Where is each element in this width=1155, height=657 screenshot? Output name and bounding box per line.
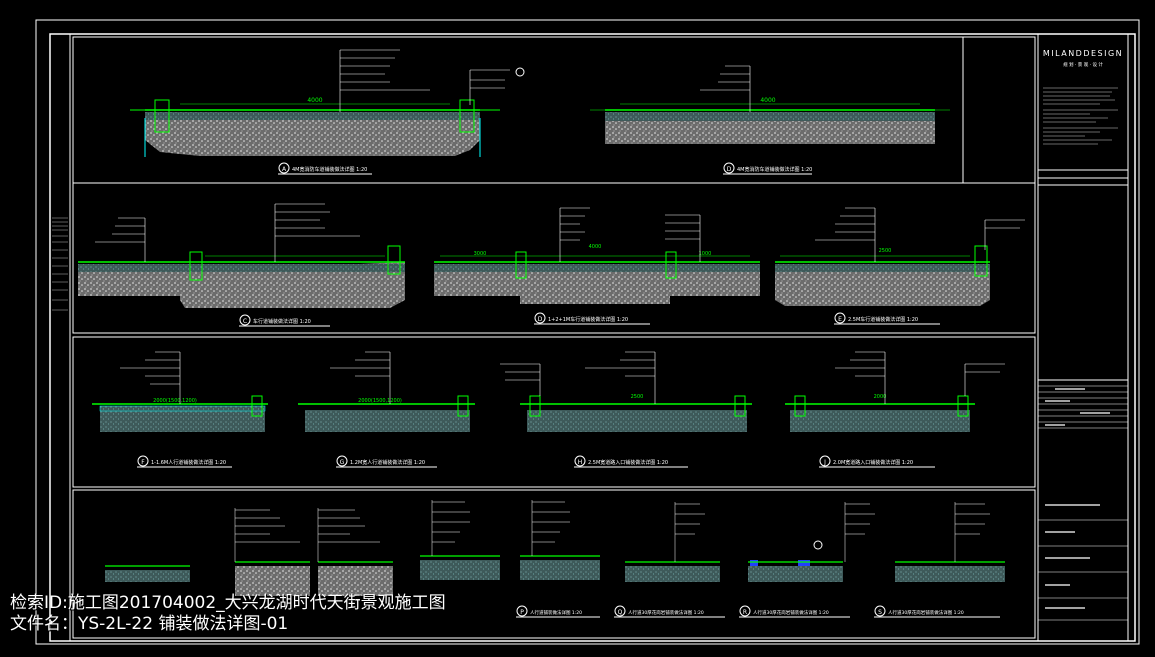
detail-h-title: 2.5M宽道路入口铺装做法详图 1:20 — [588, 459, 668, 466]
detail-d2-label: D 1+2+1M车行道铺装做法详图 1:20 — [534, 312, 650, 325]
dim-g: 2000(1500,1200) — [358, 398, 402, 404]
detail-s-id: S — [878, 609, 882, 616]
detail-j-section: 2000 — [785, 351, 1005, 432]
detail-f-label: F 1-1.6M人行道铺装做法详图 1:20 — [137, 455, 232, 468]
dim-e: 2500 — [879, 248, 892, 254]
dim-f: 2000(1500,1200) — [153, 398, 197, 404]
detail-j-id: J — [823, 459, 826, 466]
detail-a-label: A 4M宽消防车道铺装做法详图 1:20 — [278, 162, 372, 175]
detail-f-id: F — [141, 459, 145, 466]
detail-c-section — [78, 203, 405, 308]
detail-d2-id: D — [538, 316, 543, 323]
dim-d-top: 4000 — [760, 97, 775, 104]
detail-e-label: E 2.5M车行道铺装做法详图 1:20 — [834, 312, 940, 325]
detail-a-section: 4000 — [130, 49, 525, 157]
left-strip — [52, 34, 71, 641]
detail-f-section: 2000(1500,1200) — [92, 351, 268, 432]
detail-e-section: 2500 — [775, 207, 1025, 306]
detail-c-id: C — [243, 318, 247, 325]
detail-c-title: 车行道铺装做法详图 1:20 — [253, 318, 311, 325]
detail-j-label: J 2.0M宽道路入口铺装做法详图 1:20 — [819, 455, 935, 468]
detail-p-title: 人行道铺装做法详图 1:20 — [530, 609, 582, 616]
detail-r-title: 人行道30厚花岗岩铺装做法详图 1:20 — [753, 609, 829, 616]
detail-q-id: Q — [618, 609, 623, 616]
detail-h-id: H — [578, 459, 583, 466]
detail-j-title: 2.0M宽道路入口铺装做法详图 1:20 — [833, 459, 913, 466]
detail-f-title: 1-1.6M人行道铺装做法详图 1:20 — [151, 459, 226, 466]
dim-d2-left: 3000 — [474, 251, 487, 257]
detail-p-id: P — [520, 609, 524, 616]
dim-d2-mid: 4000 — [589, 244, 602, 250]
dim-a: 4000 — [307, 97, 322, 104]
detail-a-id: A — [282, 166, 287, 173]
inner-frame — [49, 33, 1136, 642]
logo-subtext: 规 划 · 景 观 · 设 计 — [1063, 61, 1103, 68]
detail-g-label: G 1.2M宽人行道铺装做法详图 1:20 — [336, 455, 437, 468]
row4-sections — [105, 500, 1005, 596]
detail-d-top-title: 4M宽消防车道铺装做法详图 1:20 — [737, 166, 812, 173]
outer-frame — [35, 19, 1140, 645]
detail-s-title: 人行道30厚花岗岩铺装做法详图 1:20 — [888, 609, 964, 616]
detail-h-section: 2500 — [500, 351, 752, 432]
detail-g-section: 2000(1500,1200) — [298, 351, 475, 432]
detail-c-label: C 车行道铺装做法详图 1:20 — [239, 314, 330, 327]
detail-g-id: G — [340, 459, 345, 466]
detail-q-title: 人行道30厚花岗岩铺装做法详图 1:20 — [628, 609, 704, 616]
logo-text: MILANDDESIGN — [1043, 49, 1123, 58]
section-frames — [72, 36, 1036, 639]
dim-d2-right: 1000 — [699, 251, 712, 257]
detail-d-top-label: D 4M宽消防车道铺装做法详图 1:20 — [723, 162, 812, 175]
dim-j: 2000 — [874, 394, 887, 400]
detail-d-top-section: 4000 — [590, 65, 950, 144]
dim-h: 2500 — [631, 394, 644, 400]
detail-g-title: 1.2M宽人行道铺装做法详图 1:20 — [350, 459, 425, 466]
title-block: MILANDDESIGN 规 划 · 景 观 · 设 计 — [1037, 34, 1129, 641]
detail-a-title: 4M宽消防车道铺装做法详图 1:20 — [292, 166, 367, 173]
detail-e-id: E — [838, 316, 842, 323]
detail-r-id: R — [743, 609, 747, 616]
detail-e-title: 2.5M车行道铺装做法详图 1:20 — [848, 316, 918, 323]
detail-d2-title: 1+2+1M车行道铺装做法详图 1:20 — [548, 316, 628, 323]
caption-filename: 文件名：YS-2L-22 铺装做法详图-01 — [10, 614, 289, 634]
detail-d-top-id: D — [727, 166, 732, 173]
detail-h-label: H 2.5M宽道路入口铺装做法详图 1:20 — [574, 455, 688, 468]
row4-labels: P 人行道铺装做法详图 1:20 Q 人行道30厚花岗岩铺装做法详图 1:20 … — [516, 605, 1000, 618]
caption-search-id: 检索ID:施工图201704002_大兴龙湖时代天街景观施工图 — [10, 593, 446, 613]
detail-d2-section: 3000 4000 1000 — [434, 207, 760, 304]
